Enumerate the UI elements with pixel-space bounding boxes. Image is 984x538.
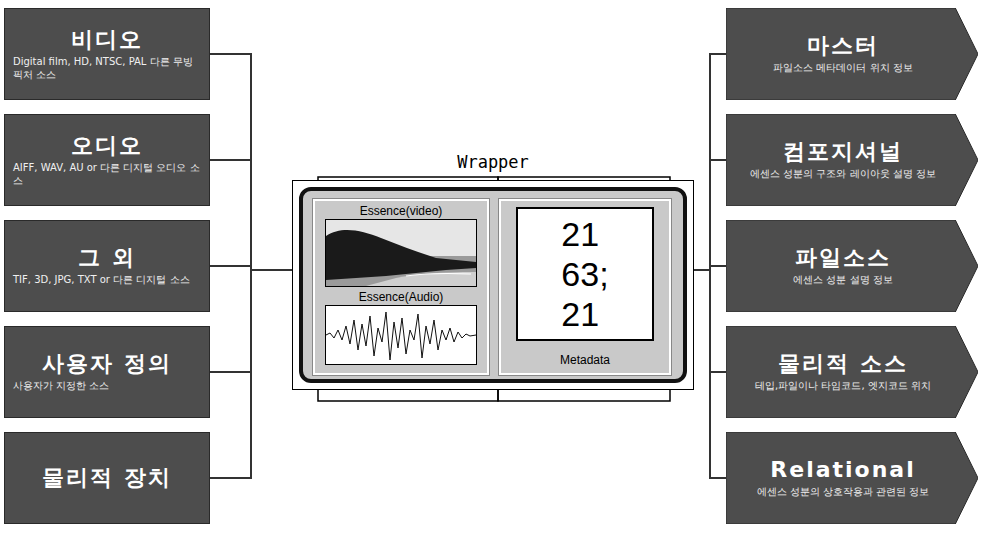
audio-waveform xyxy=(325,305,477,365)
bracket-connector xyxy=(694,54,726,270)
box-heading: 물리적 장치 xyxy=(13,465,201,491)
bracket-connector xyxy=(694,270,726,478)
video-illustration xyxy=(325,219,477,287)
metadata-panel: 21 63; 21 Metadata xyxy=(499,199,671,375)
box-description: 파일소스 메타데이터 위치 정보 xyxy=(736,62,950,75)
essence-label: Essence(Audio) xyxy=(359,290,444,304)
box-heading: 파일소스 xyxy=(736,245,950,271)
bracket-connector xyxy=(694,160,726,270)
wave-ground xyxy=(326,306,476,364)
beach xyxy=(366,272,476,286)
metadata-numbers: 21 63; 21 xyxy=(561,214,608,334)
box-description: 에센스 성분의 상호작용과 관련된 정보 xyxy=(736,486,950,499)
source-box: 그 외 TIF, 3D, JPG, TXT or 다른 디지털 소스 xyxy=(4,220,210,312)
source-box: 오디오 AIFF, WAV, AU or 다른 디지털 오디오 소스 xyxy=(4,114,210,206)
box-description: 에센스 성분의 구조와 레이아웃 설명 정보 xyxy=(736,168,950,181)
box-description: 테입,파일이나 타임코드, 엣지코드 위치 xyxy=(736,380,950,393)
waveform-line xyxy=(326,312,476,360)
bracket-connector xyxy=(210,270,292,478)
arrow-outline xyxy=(726,8,978,100)
essence-label: Essence(video) xyxy=(360,204,443,218)
box-heading: 컴포지셔널 xyxy=(736,139,950,165)
metadata-arrow-box: 물리적 소스테입,파일이나 타임코드, 엣지코드 위치 xyxy=(726,326,978,418)
metadata-label: Metadata xyxy=(560,353,610,367)
box-heading: 마스터 xyxy=(736,33,950,59)
metadata-bracket-rect xyxy=(498,177,670,401)
box-description: 에센스 성분 설명 정보 xyxy=(736,274,950,287)
bracket-connector xyxy=(210,160,292,270)
metadata-arrow-box: 파일소스에센스 성분 설명 정보 xyxy=(726,220,978,312)
wave xyxy=(406,273,471,276)
metadata-arrow-box: 컴포지셔널에센스 성분의 구조와 레이아웃 설명 정보 xyxy=(726,114,978,206)
arrow-outline xyxy=(726,220,978,312)
bracket-connector xyxy=(210,54,292,270)
wrapper-label: Wrapper xyxy=(292,150,694,180)
box-heading: 사용자 정의 xyxy=(13,351,201,377)
box-heading: 물리적 소스 xyxy=(736,351,950,377)
box-description: Digital film, HD, NTSC, PAL 다른 무빙 픽처 소스 xyxy=(13,56,201,81)
sky xyxy=(326,220,476,286)
box-description: TIF, 3D, JPG, TXT or 다른 디지털 소스 xyxy=(13,274,201,287)
source-box: 물리적 장치 xyxy=(4,432,210,524)
essence-panel: Essence(video) Essence(Audio) xyxy=(313,199,489,375)
arrow-outline xyxy=(726,114,978,206)
metadata-sheet: 21 63; 21 xyxy=(516,207,654,341)
box-heading: 오디오 xyxy=(13,133,201,159)
box-description: AIFF, WAV, AU or 다른 디지털 오디오 소스 xyxy=(13,162,201,187)
box-heading: Relational xyxy=(736,457,950,483)
arrow-outline xyxy=(726,326,978,418)
wrapper-box: WrapperEssence(video) Essence(Audio) 21 … xyxy=(292,150,694,390)
source-box: 비디오 Digital film, HD, NTSC, PAL 다른 무빙 픽처 … xyxy=(4,8,210,100)
box-heading: 비디오 xyxy=(13,27,201,53)
box-description: 사용자가 지정한 소스 xyxy=(13,380,201,393)
wrapper-frame: Essence(video) Essence(Audio) 21 63; 21 M… xyxy=(292,180,694,390)
box-heading: 그 외 xyxy=(13,245,201,271)
metadata-arrow-box: Relational 에센스 성분의 상호작용과 관련된 정보 xyxy=(726,432,978,524)
wrapper-inner: Essence(video) Essence(Audio) 21 63; 21 M… xyxy=(299,187,687,383)
metadata-arrow-box: 마스터파일소스 메타데이터 위치 정보 xyxy=(726,8,978,100)
arrow-outline xyxy=(726,432,978,524)
source-box: 사용자 정의사용자가 지정한 소스 xyxy=(4,326,210,418)
